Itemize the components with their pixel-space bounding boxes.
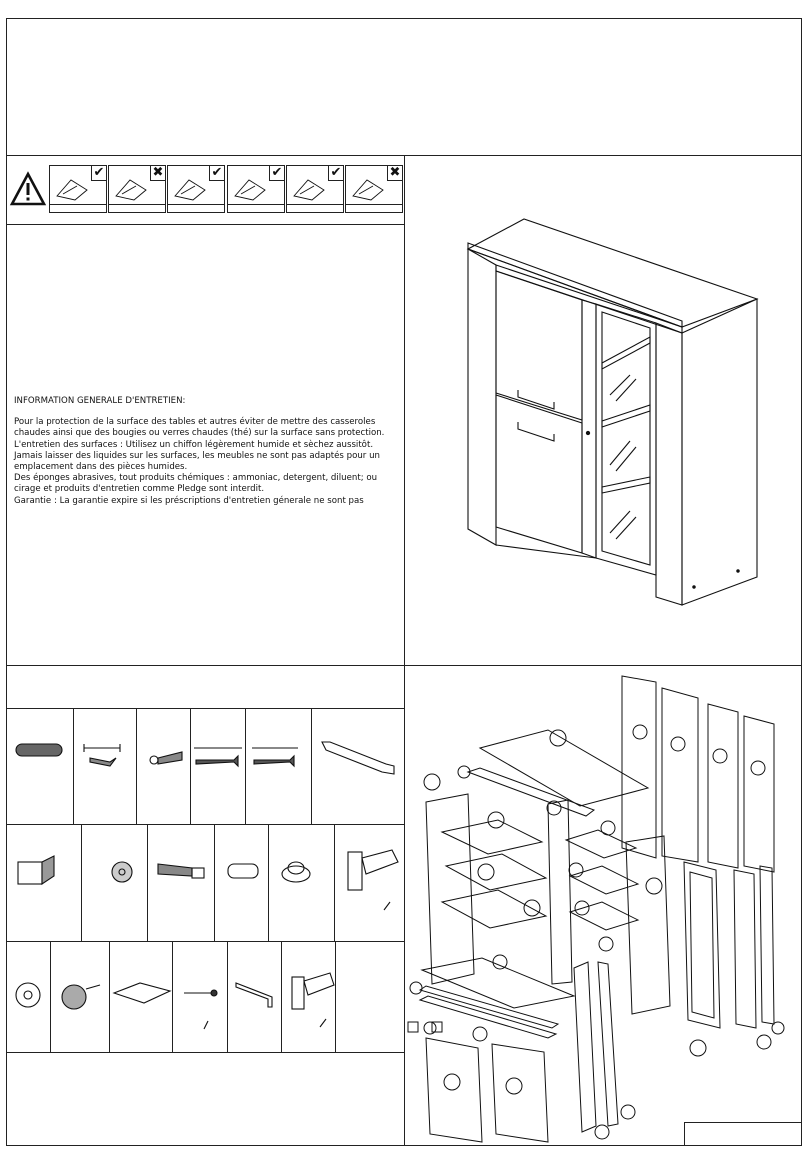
warning-illustration: [234, 179, 266, 201]
hw-sep: [190, 708, 191, 824]
maintenance-line: cirage et produits d'entretien comme Ple…: [14, 484, 265, 495]
maintenance-body: Pour la protection de la surface des tab…: [14, 417, 399, 507]
icon-underline: [50, 204, 106, 205]
hardware-row-1: [15, 741, 395, 775]
long-screw-2-icon: [252, 747, 298, 768]
label-box: [684, 1122, 802, 1146]
fragile-handle-icon: ✔: [286, 165, 344, 213]
maintenance-title: INFORMATION GENERALE D'ENTRETIEN:: [14, 396, 186, 406]
cross-icon: ✖: [150, 165, 166, 181]
handle-icon: [321, 741, 395, 775]
hw-sep: [227, 941, 228, 1052]
icon-underline: [228, 204, 284, 205]
hw-sep: [214, 824, 215, 941]
warning-illustration: [115, 179, 147, 201]
hw-sep: [311, 708, 312, 824]
warning-triangle-icon: [9, 171, 47, 206]
chemical-hazard-icon: ✖: [108, 165, 166, 213]
icon-underline: [109, 204, 165, 205]
check-icon: ✔: [328, 165, 344, 181]
maintenance-line: Des éponges abrasives, tout produits ché…: [14, 473, 378, 484]
hardware-row-3: [15, 972, 335, 1030]
hw-sep: [109, 941, 110, 1052]
shelf-support-icon: [281, 861, 311, 883]
hw-sep: [50, 941, 51, 1052]
maintenance-line: chaudes ainsi que des bougies ou verres …: [14, 428, 385, 439]
hw-sep: [147, 824, 148, 941]
hw-sep: [136, 708, 137, 824]
hardware-row3-divider: [6, 1052, 404, 1053]
column-divider: [404, 155, 405, 1146]
check-icon: ✔: [209, 165, 225, 181]
check-icon: ✔: [91, 165, 107, 181]
short-screw-icon: [149, 751, 183, 765]
dowel-icon: [15, 743, 63, 757]
hardware-top-divider: [6, 708, 404, 709]
cam-bolt-icon: [157, 863, 205, 879]
icon-underline: [287, 204, 343, 205]
mounting-plate-icon: [112, 982, 172, 1004]
warning-illustration: [174, 179, 206, 201]
maintenance-line: Garantie : La garantie expire si les pré…: [14, 495, 364, 506]
long-screw-icon: [194, 747, 242, 768]
umbrella-moisture-icon: ✔: [227, 165, 285, 213]
maintenance-info: INFORMATION GENERALE D'ENTRETIEN: Pour l…: [14, 396, 399, 507]
hw-sep: [73, 708, 74, 824]
warning-illustration: [293, 179, 325, 201]
sun-exposure-icon: ✔: [167, 165, 225, 213]
hardware-row-2: [17, 849, 399, 911]
hw-sep: [334, 824, 335, 941]
hw-sep: [281, 941, 282, 1052]
hinge-2-icon: [291, 972, 335, 1028]
hw-sep: [172, 941, 173, 1052]
small-nail-icon: [184, 989, 218, 1030]
maintenance-line: L'entretien des surfaces : Utilisez un c…: [14, 439, 374, 450]
cam-lock-icon: [111, 861, 133, 883]
hardware-row2-divider: [6, 941, 404, 942]
exploded-parts-diagram: [407, 675, 785, 1143]
hinge-icon: [347, 849, 399, 911]
check-icon: ✔: [269, 165, 285, 181]
icons-divider: [6, 224, 404, 225]
hardware-row1-divider: [6, 824, 404, 825]
maintenance-line: Jamais laisser des liquides sur les surf…: [14, 450, 380, 461]
hw-sep: [335, 941, 336, 1052]
maintenance-line: Pour la protection de la surface des tab…: [14, 417, 376, 428]
warning-illustration: [56, 179, 88, 201]
icon-underline: [168, 204, 224, 205]
knob-icon: [17, 855, 55, 886]
hw-sep: [81, 824, 82, 941]
hw-sep: [245, 708, 246, 824]
rag-cloth-icon: ✔: [49, 165, 107, 213]
hw-sep: [268, 824, 269, 941]
middle-divider: [6, 665, 802, 666]
cabinet-illustration: [466, 218, 759, 606]
bumper-pad-icon: [15, 982, 41, 1008]
warning-illustration: [352, 179, 384, 201]
icon-underline: [346, 204, 402, 205]
cross-icon: ✖: [387, 165, 403, 181]
shelf-pin-icon: [227, 863, 259, 879]
allen-key-icon: [235, 982, 273, 1008]
screw-icon: [83, 744, 121, 767]
nail-glide-icon: [61, 984, 101, 1010]
maintenance-line: emplacement dans des pièces humides.: [14, 462, 188, 473]
sharp-tool-icon: ✖: [345, 165, 403, 213]
